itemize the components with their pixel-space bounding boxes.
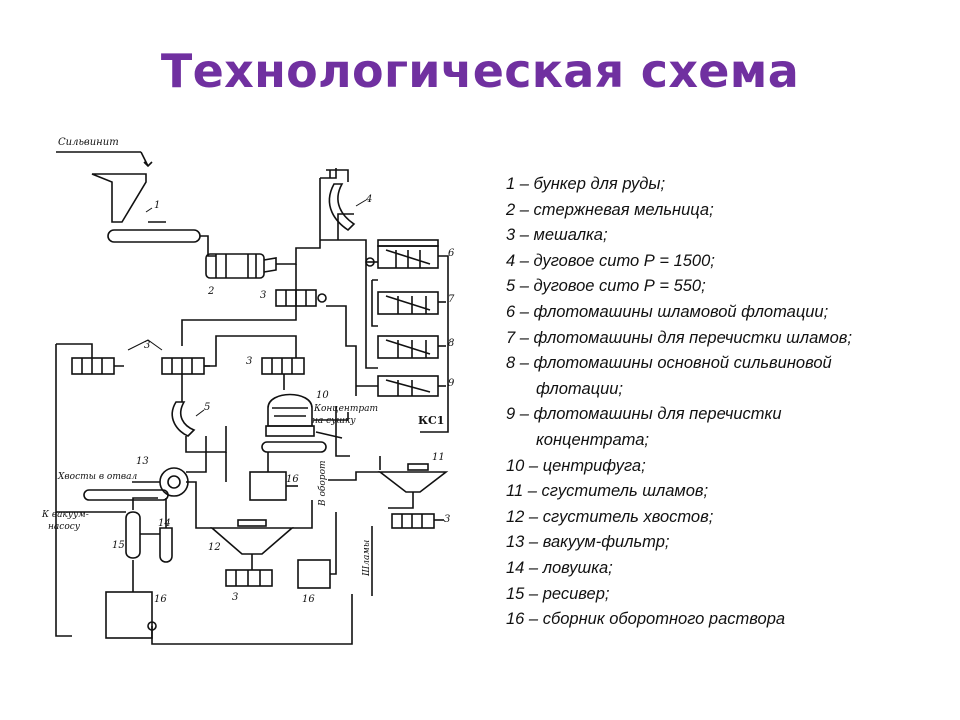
collector-16-left	[105, 591, 153, 639]
receiver-15	[125, 511, 141, 559]
legend-item: 2 – стержневая мельница;	[506, 200, 714, 219]
slide-title: Технологическая схема	[160, 44, 800, 98]
legend-item: 5 – дуговое сито Р = 550;	[506, 277, 706, 296]
legend-item: 11 – сгуститель шламов;	[506, 482, 709, 501]
legend-item: 12 – сгуститель хвостов;	[506, 507, 714, 526]
num-11: 11	[432, 452, 445, 463]
num-5: 5	[204, 402, 211, 413]
ore-bunker-1	[91, 173, 147, 223]
num-3d: 3	[232, 592, 239, 603]
ore-feed-arrow	[140, 151, 153, 168]
num-3a: 3	[260, 290, 267, 301]
scheme-labels: Сильвинит Концентрат на сушку КС1 Хвосты…	[36, 136, 476, 656]
num-3e: 3	[444, 514, 451, 525]
conveyor-to-mill	[200, 235, 216, 257]
num-2: 2	[208, 286, 215, 297]
vacuum-label-1: К вакуум-	[42, 510, 89, 520]
num-1: 1	[154, 200, 161, 211]
slimes-label: Шламы	[362, 539, 372, 576]
agitator-3-right	[391, 513, 435, 529]
concentrate-label-1: Концентрат	[314, 404, 379, 414]
filter-conveyor	[83, 489, 169, 501]
legend-item: 4 – дуговое сито Р = 1500;	[506, 251, 715, 270]
pump-symbol	[317, 293, 327, 303]
num-3c: 3	[246, 356, 253, 367]
num-16a: 16	[286, 474, 299, 485]
trap-14	[159, 527, 173, 563]
arc-screen-5	[171, 401, 196, 437]
flow-scheme-diagram	[55, 151, 449, 645]
num-3b: 3	[144, 340, 151, 351]
return-line-upper	[320, 168, 337, 179]
legend-item: 8 – флотомашины основной сильвиновой	[506, 354, 832, 373]
thickener-12	[209, 527, 295, 555]
flotation-8	[377, 335, 439, 359]
legend-item-continuation: флотации;	[536, 379, 624, 398]
agitator-3-center	[261, 357, 305, 375]
ore-input-label: Сильвинит	[58, 137, 119, 148]
legend-item: 13 – вакуум-фильтр;	[506, 533, 670, 552]
flotation-6-top	[377, 239, 439, 247]
legend-item: 9 – флотомашины для перечистки	[506, 405, 782, 424]
num-6: 6	[448, 248, 455, 259]
legend-item-continuation: концентрата;	[536, 430, 649, 449]
num-13: 13	[136, 456, 149, 467]
bunker-leader	[145, 207, 153, 213]
legend-item: 6 – флотомашины шламовой флотации;	[506, 302, 829, 321]
concentrate-label-2: на сушку	[312, 416, 356, 426]
num-16b: 16	[302, 594, 315, 605]
legend-item: 1 – бункер для руды;	[506, 175, 666, 193]
num-12: 12	[208, 542, 221, 553]
tailings-label: Хвосты в отвал	[58, 472, 138, 482]
arc-screen-4	[328, 183, 356, 232]
vacuum-label-2: насосу	[48, 522, 81, 532]
rod-mill-2	[205, 253, 265, 279]
num-4: 4	[366, 194, 373, 205]
legend-item: 10 – центрифуга;	[506, 456, 646, 475]
num-10: 10	[316, 390, 329, 401]
num-14: 14	[158, 518, 171, 529]
concentrate-conveyor	[261, 441, 327, 453]
thickener-11	[377, 471, 449, 493]
flotation-7	[377, 291, 439, 315]
legend-item: 14 – ловушка;	[506, 558, 613, 577]
num-16c: 16	[154, 594, 167, 605]
agitator-3-bottom	[225, 569, 273, 587]
num-7: 7	[448, 294, 455, 305]
return-label: В оборот	[318, 460, 328, 506]
legend-item: 15 – ресивер;	[506, 584, 610, 603]
legend-item: 16 – сборник оборотного раствора	[506, 610, 786, 629]
legend-item: 7 – флотомашины для перечистки шламов;	[506, 328, 852, 347]
num-15: 15	[112, 540, 125, 551]
centrifuge-10	[267, 393, 313, 427]
legend-list: 1 – бункер для руды; 2 – стержневая мель…	[506, 172, 852, 633]
num-8: 8	[448, 338, 455, 349]
ks-label: КС1	[418, 414, 445, 427]
mill-discharge-line	[276, 178, 321, 265]
num-9: 9	[448, 378, 455, 389]
legend-item: 3 – мешалка;	[506, 226, 608, 245]
